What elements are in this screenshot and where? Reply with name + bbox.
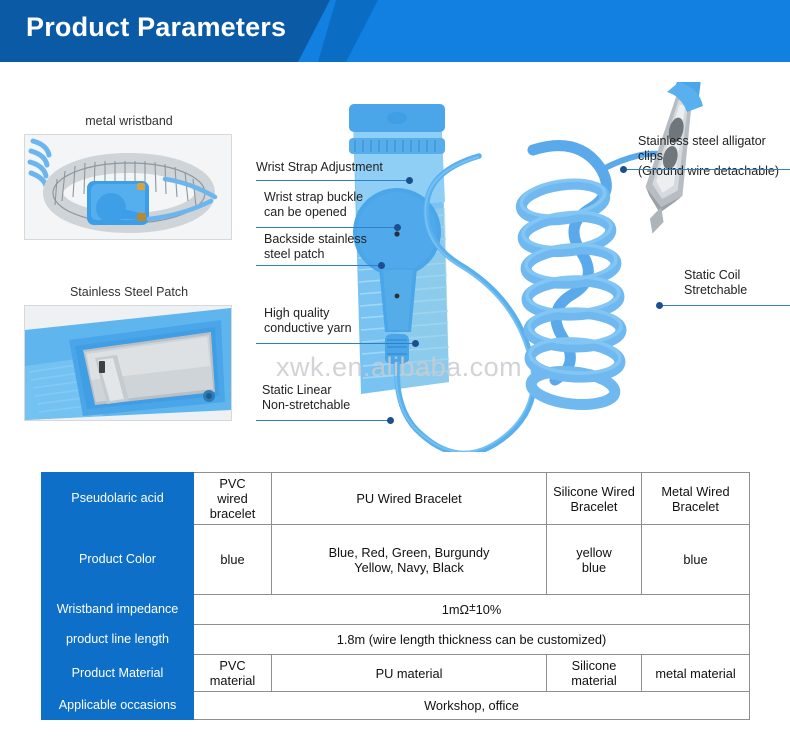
annotation-static-linear-non-stretchable: Static Linear Non-stretchable	[262, 383, 350, 413]
table-row: product line length 1.8m (wire length th…	[41, 624, 750, 655]
inset-steel-patch-caption: Stainless Steel Patch	[69, 285, 189, 299]
annotation-wrist-strap-adjustment: Wrist Strap Adjustment	[256, 160, 383, 175]
annotation-line-text: High quality	[264, 306, 330, 320]
leader-dot-backside-stainless-steel-patch	[378, 262, 385, 269]
annotation-line-text: Backside stainless	[264, 232, 367, 246]
header-slant-shape	[318, 0, 378, 62]
cell-color-pvc: blue	[193, 524, 272, 595]
table-row: Product Material PVC material PU materia…	[41, 654, 750, 692]
leader-line-stainless-steel-alligator-clips	[624, 169, 790, 170]
annotation-backside-stainless-steel-patch: Backside stainless steel patch	[264, 232, 367, 262]
annotation-high-quality-conductive-yarn: High quality conductive yarn	[264, 306, 352, 336]
annotation-line-text: Wrist strap buckle	[264, 190, 364, 204]
page-title: Product Parameters	[26, 12, 287, 42]
row-label-wristband-impedance: Wristband impedance	[41, 594, 194, 625]
leader-line-backside-stainless-steel-patch	[256, 265, 381, 266]
annotation-line-text: can be opened	[264, 205, 347, 219]
leader-dot-wrist-strap-buckle	[394, 224, 401, 231]
main-product-photo	[245, 82, 765, 452]
cell-wristband-impedance-value: 1mΩ±10%	[193, 594, 750, 625]
annotation-stainless-steel-alligator-clips: Stainless steel alligator clips (Ground …	[638, 134, 790, 179]
header-dark-shape	[0, 0, 330, 62]
table-row: Wristband impedance 1mΩ±10%	[41, 594, 750, 625]
annotation-line-text: Static Linear	[262, 383, 332, 397]
plus-minus-symbol: ±	[469, 599, 476, 614]
leader-dot-static-coil-stretchable	[656, 302, 663, 309]
page-header-banner: Product Parameters	[0, 0, 790, 62]
inset-metal-wristband-caption: metal wristband	[85, 114, 173, 128]
row-label-applicable-occasions: Applicable occasions	[41, 691, 194, 720]
annotation-line-text: steel patch	[264, 247, 325, 261]
cell-product-line-length-value: 1.8m (wire length thickness can be custo…	[193, 624, 750, 655]
impedance-prefix: 1mΩ	[441, 601, 470, 617]
cell-material-pvc: PVC material	[193, 654, 272, 692]
leader-dot-static-linear-non-stretchable	[387, 417, 394, 424]
cell-material-pu: PU material	[271, 654, 547, 692]
cell-pu-wired-bracelet: PU Wired Bracelet	[271, 472, 547, 525]
leader-dot-stainless-steel-alligator-clips	[620, 166, 627, 173]
product-photo-area: metal wristband	[0, 62, 790, 462]
annotation-line-text: (Ground wire detachable)	[638, 164, 780, 178]
leader-line-high-quality-conductive-yarn	[256, 343, 415, 344]
row-label-product-line-length: product line length	[41, 624, 194, 655]
table-row: Product Color blue Blue, Red, Green, Bur…	[41, 524, 750, 595]
leader-line-wrist-strap-buckle	[256, 227, 397, 228]
annotation-line-text: Stretchable	[684, 283, 748, 297]
annotation-line-text: Wrist Strap Adjustment	[256, 160, 383, 174]
annotation-line-text: Non-stretchable	[262, 398, 351, 412]
annotation-wrist-strap-buckle: Wrist strap buckle can be opened	[264, 190, 363, 220]
table-row: Applicable occasions Workshop, office	[41, 691, 750, 720]
cell-color-metal: blue	[641, 524, 750, 595]
impedance-suffix: 10%	[475, 601, 502, 617]
leader-dot-high-quality-conductive-yarn	[412, 340, 419, 347]
row-label-product-color: Product Color	[41, 524, 194, 595]
annotation-static-coil-stretchable: Static Coil Stretchable	[684, 268, 747, 298]
inset-photo-stainless-steel-patch	[24, 305, 232, 421]
leader-dot-wrist-strap-adjustment	[406, 177, 413, 184]
leader-line-wrist-strap-adjustment	[256, 180, 409, 181]
leader-line-static-coil-stretchable	[660, 305, 790, 306]
row-label-pseudolaric-acid: Pseudolaric acid	[41, 472, 194, 525]
annotation-line-text: conductive yarn	[264, 321, 352, 335]
cell-applicable-occasions-value: Workshop, office	[193, 691, 750, 720]
annotation-line-text: Stainless steel alligator clips	[638, 134, 766, 163]
inset-photo-metal-wristband	[24, 134, 232, 240]
annotation-line-text: Static Coil	[684, 268, 741, 282]
leader-line-static-linear-non-stretchable	[256, 420, 390, 421]
cell-material-metal: metal material	[641, 654, 750, 692]
row-label-product-material: Product Material	[41, 654, 194, 692]
